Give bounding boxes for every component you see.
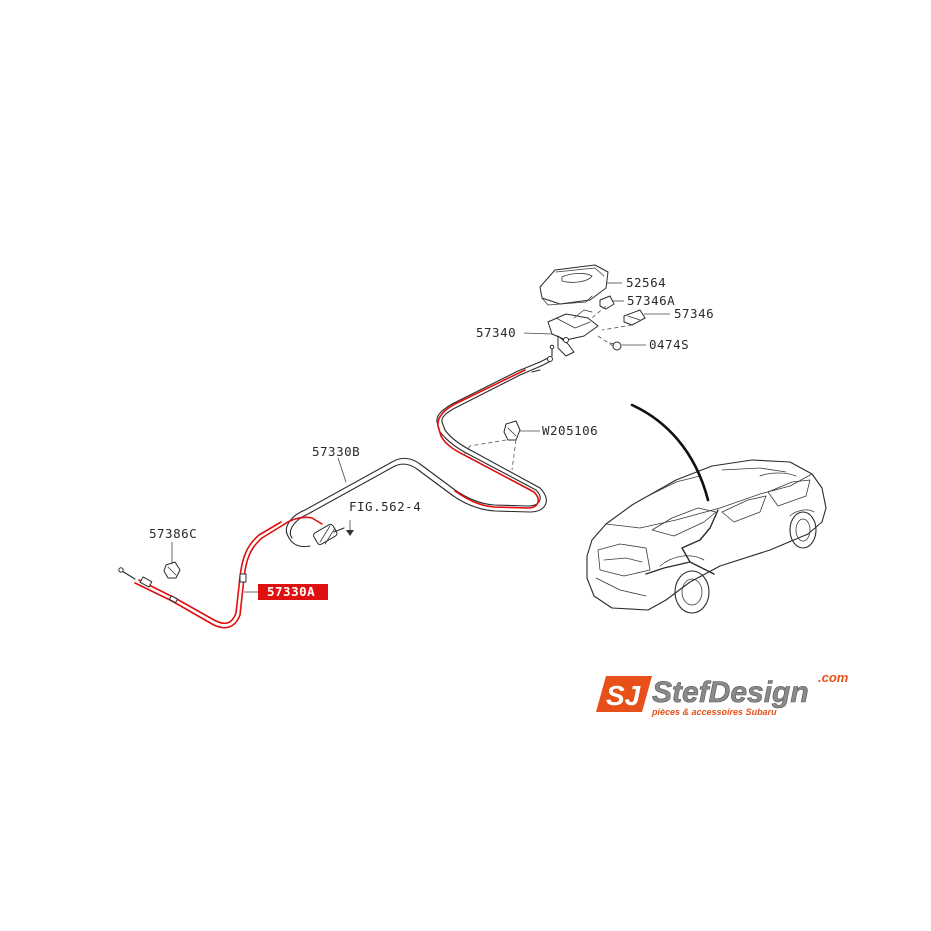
logo-mark [596, 676, 652, 712]
label-57330B: 57330B [312, 444, 360, 459]
opener-cover-52564 [539, 264, 609, 306]
pointer-arrow [630, 403, 710, 502]
label-57330A: 57330A [267, 584, 315, 599]
label-57346A: 57346A [627, 293, 675, 308]
fig-arrow-icon [346, 530, 354, 536]
label-57346: 57346 [674, 306, 714, 321]
label-fig-562-4: FIG.562-4 [349, 499, 421, 514]
cable-end-fitting [531, 344, 555, 373]
logo-mark-text: SJ [606, 680, 642, 711]
assembly-guide-lines [591, 305, 633, 347]
cable-57330B [285, 361, 547, 548]
callout-labels: 52564 57346A 57346 57340 0474S W205106 5… [149, 275, 714, 600]
screw-0474S [609, 341, 622, 351]
logo-domain: .com [818, 670, 849, 685]
label-52564: 52564 [626, 275, 666, 290]
cable-57330B-red-segment [437, 369, 540, 509]
clip-57346A [599, 295, 615, 310]
clip-57386C [163, 561, 181, 579]
label-57386C: 57386C [149, 526, 197, 541]
clip-57346 [623, 309, 646, 326]
stefdesign-logo: SJ StefDesign .com pièces & accessoires … [596, 670, 849, 717]
logo-wordmark: StefDesign [652, 676, 809, 709]
clip-W205106 [461, 420, 521, 471]
leader-lines [171, 282, 670, 593]
cable-grommet [313, 523, 345, 545]
logo-tagline: pièces & accessoires Subaru [651, 707, 777, 717]
label-W205106: W205106 [542, 423, 598, 438]
highlight-box [258, 584, 328, 600]
cable-57330A [118, 516, 323, 629]
car-outline [586, 459, 827, 614]
label-57340: 57340 [476, 325, 516, 340]
label-0474S: 0474S [649, 337, 689, 352]
opener-lever-57340 [547, 309, 599, 357]
